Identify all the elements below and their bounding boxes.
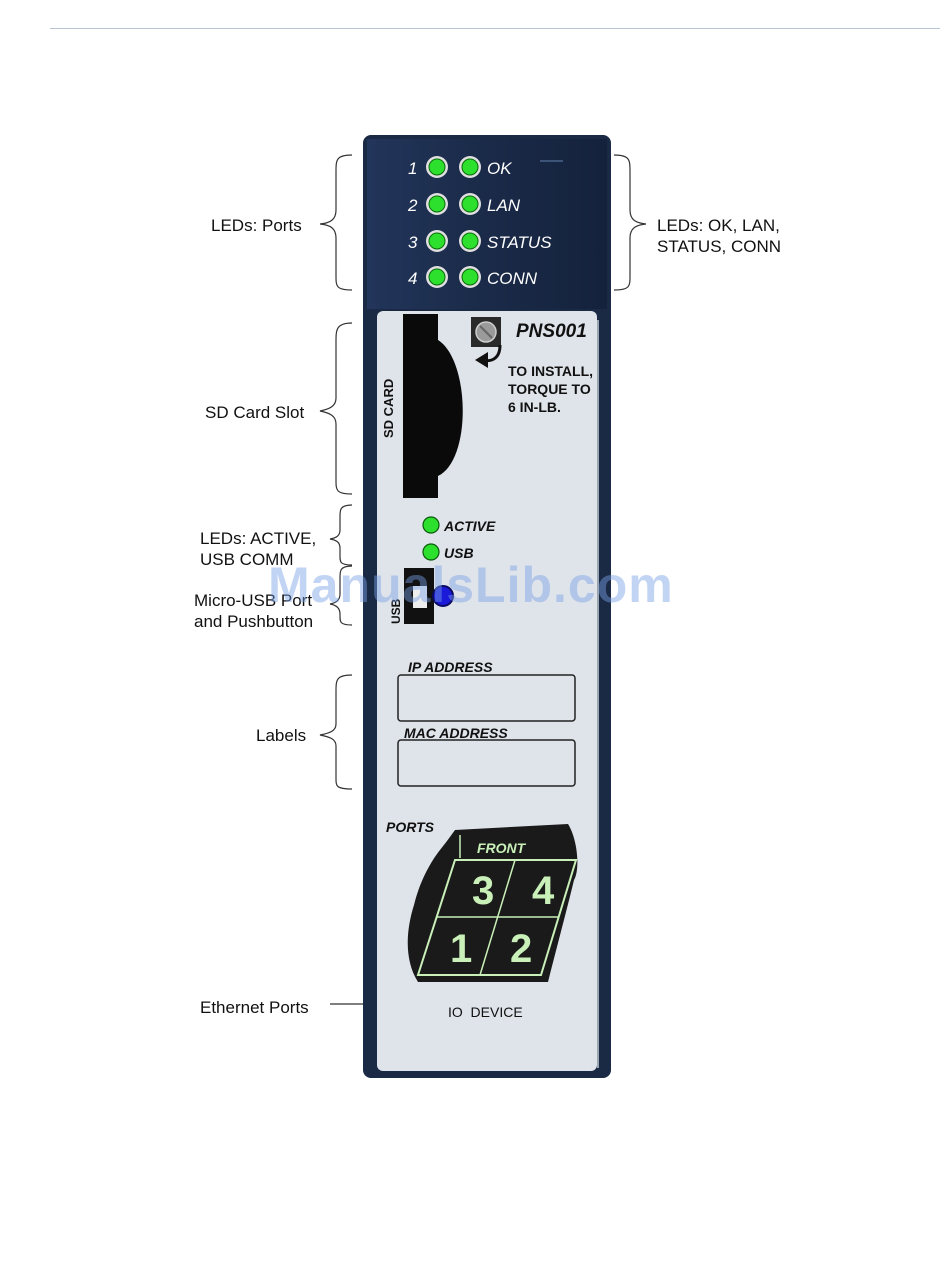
- active-led: ACTIVE: [423, 517, 496, 534]
- status-led-label-status: STATUS: [487, 233, 552, 252]
- port-number-1: 1: [450, 927, 472, 971]
- model-number: PNS001: [516, 321, 587, 342]
- mac-address-label: MAC ADDRESS: [404, 725, 508, 741]
- sd-card-label: SD CARD: [381, 379, 396, 438]
- port-led-number-1: 1: [408, 159, 417, 178]
- port-number-2: 2: [510, 927, 532, 971]
- ip-address-box: [398, 675, 575, 721]
- port-led-number-4: 4: [408, 269, 417, 288]
- front-label: FRONT: [477, 840, 527, 856]
- io-device-label: IO DEVICE: [448, 1004, 523, 1020]
- brace-sd-card: [320, 323, 352, 494]
- status-led-conn: CONN: [459, 266, 538, 288]
- status-led-label-lan: LAN: [487, 196, 521, 215]
- active-led-label: ACTIVE: [443, 518, 496, 534]
- port-number-4: 4: [532, 869, 555, 913]
- mac-address-box: [398, 740, 575, 786]
- brace-leds-status: [614, 155, 646, 290]
- brace-labels: [320, 675, 352, 789]
- status-led-status: STATUS: [459, 230, 552, 252]
- watermark: ManualsLib.com: [268, 556, 674, 614]
- status-led-lan: LAN: [459, 193, 521, 215]
- install-note-line1: TO INSTALL,: [508, 363, 593, 379]
- brace-leds-ports: [320, 155, 352, 290]
- port-led-number-2: 2: [407, 196, 418, 215]
- port-led-number-3: 3: [408, 233, 418, 252]
- status-led-label-conn: CONN: [487, 269, 538, 288]
- status-led-label-ok: OK: [487, 159, 512, 178]
- ports-label: PORTS: [386, 819, 435, 835]
- ip-address-label: IP ADDRESS: [408, 659, 493, 675]
- mounting-screw: [471, 317, 501, 347]
- port-number-3: 3: [472, 869, 494, 913]
- install-note-line2: TORQUE TO: [508, 381, 591, 397]
- install-note-line3: 6 IN-LB.: [508, 399, 561, 415]
